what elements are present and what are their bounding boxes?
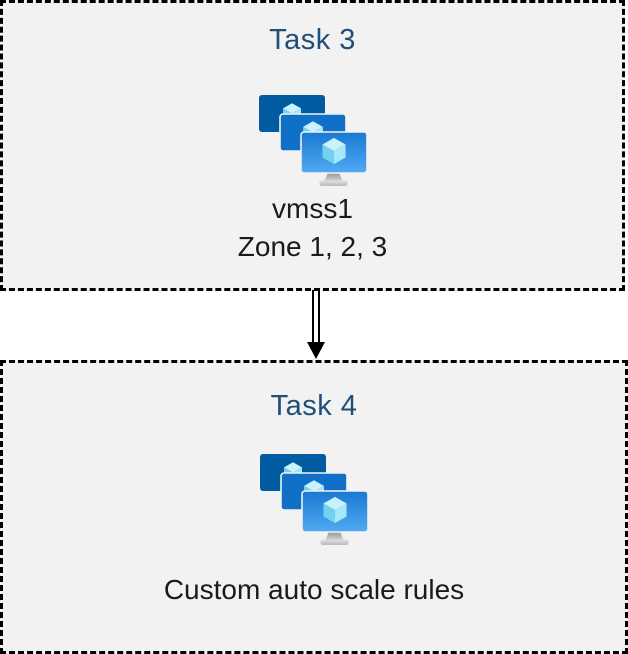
task3-node: Task 3 vmss1 Zone 1, 2, 3 — [0, 0, 625, 291]
task4-caption-block: Custom auto scale rules — [164, 571, 464, 609]
task3-caption-block: vmss1 Zone 1, 2, 3 — [238, 190, 387, 266]
vm-scale-sets-icon — [258, 94, 368, 188]
task3-title: Task 3 — [269, 24, 356, 56]
zones-label: Zone 1, 2, 3 — [237, 231, 388, 263]
task4-title: Task 4 — [270, 390, 358, 422]
autoscale-rules-label: Custom auto scale rules — [163, 574, 465, 606]
vmss-name-label: vmss1 — [272, 193, 353, 225]
task4-node: Task 4 Custom auto scale rules — [0, 360, 628, 654]
down-arrow-icon — [307, 290, 325, 359]
vm-scale-sets-icon — [259, 453, 369, 547]
